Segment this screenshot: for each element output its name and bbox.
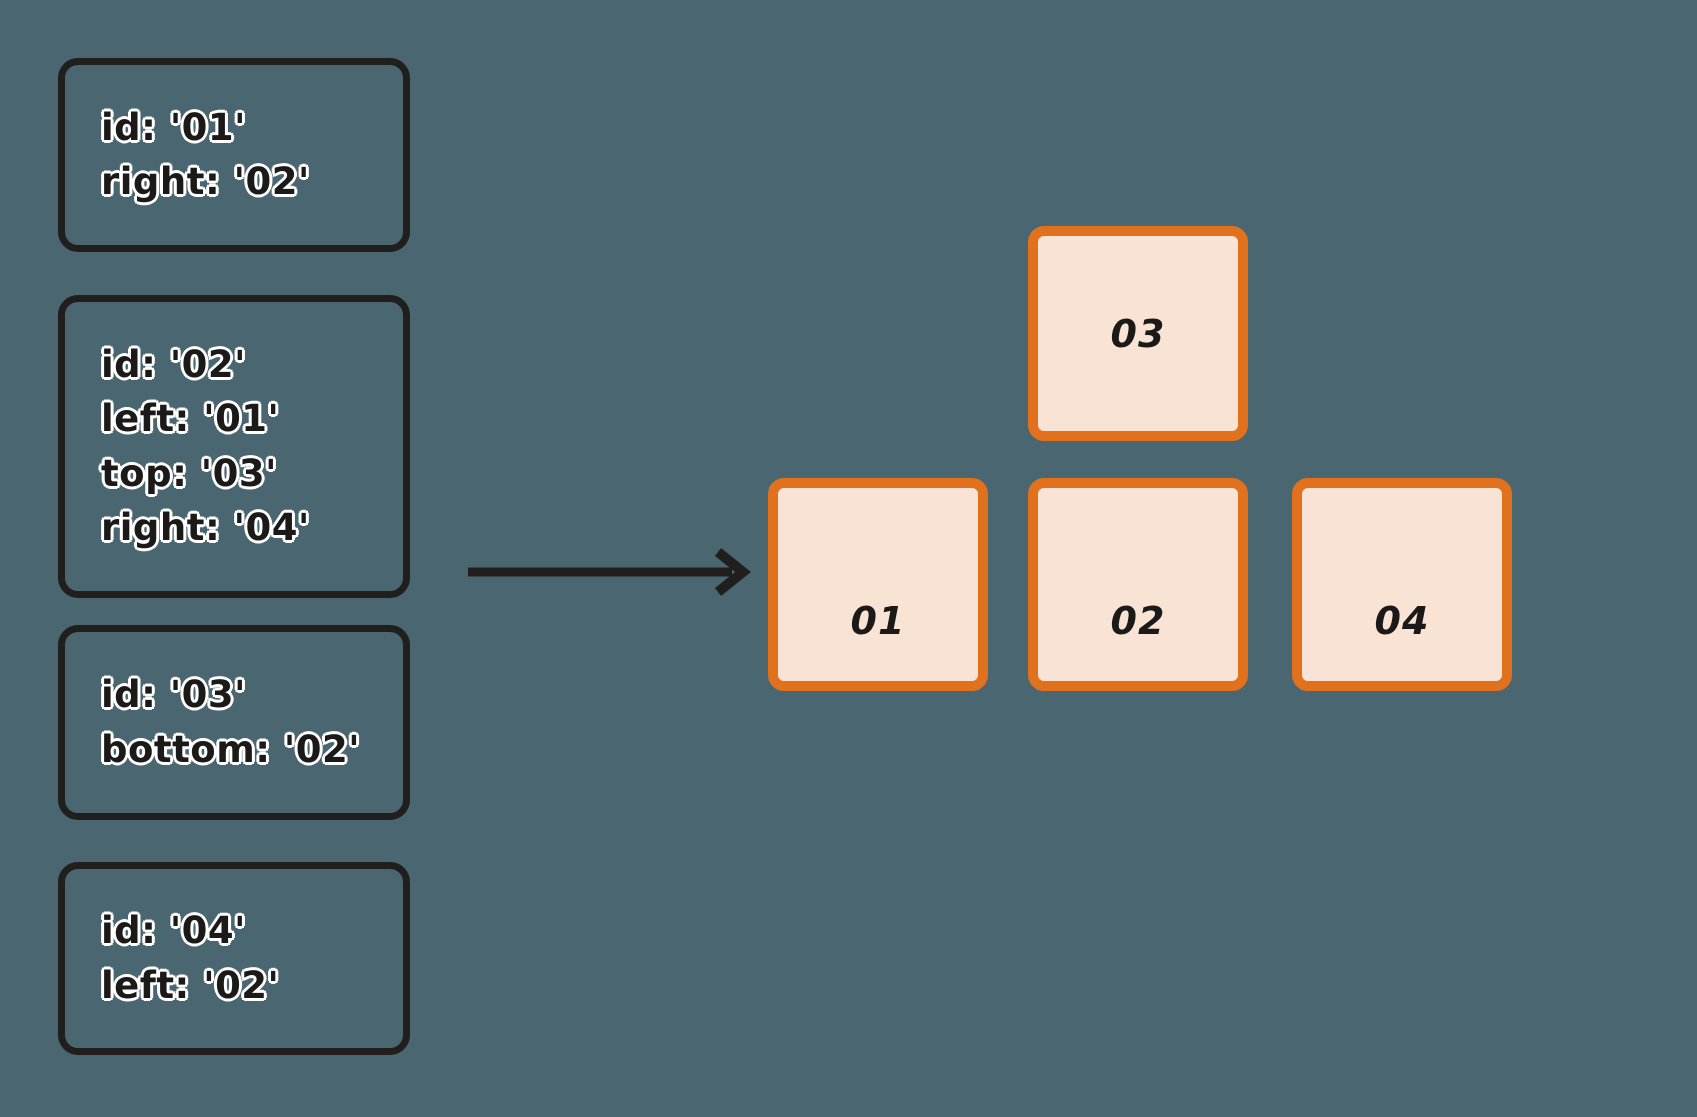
spec-line: right: '02': [99, 158, 311, 205]
spec-line: bottom: '02': [99, 725, 362, 772]
spec-box-node-03: id: '03' bottom: '02': [58, 625, 410, 820]
spec-box-node-04: id: '04' left: '02': [58, 862, 410, 1055]
spec-line: left: '01': [99, 395, 281, 442]
spec-line: id: '01': [99, 104, 248, 151]
spec-line: left: '02': [99, 961, 281, 1008]
spec-line: id: '03': [99, 671, 248, 718]
spec-line: id: '02': [99, 341, 248, 388]
tile-04[interactable]: 04: [1292, 478, 1512, 691]
tile-02[interactable]: 02: [1028, 478, 1248, 691]
tile-label: 02: [1110, 598, 1166, 643]
spec-line: right: '04': [99, 504, 311, 551]
tile-label: 04: [1374, 598, 1430, 643]
tile-label: 03: [1110, 311, 1166, 356]
tile-01[interactable]: 01: [768, 478, 988, 691]
spec-line: top: '03': [99, 449, 278, 496]
right-arrow-icon: [468, 548, 752, 596]
spec-line: id: '04': [99, 907, 248, 954]
spec-box-node-01: id: '01' right: '02': [58, 58, 410, 252]
tile-03[interactable]: 03: [1028, 226, 1248, 441]
tile-label: 01: [850, 598, 906, 643]
spec-box-node-02: id: '02' left: '01' top: '03' right: '04…: [58, 295, 410, 598]
